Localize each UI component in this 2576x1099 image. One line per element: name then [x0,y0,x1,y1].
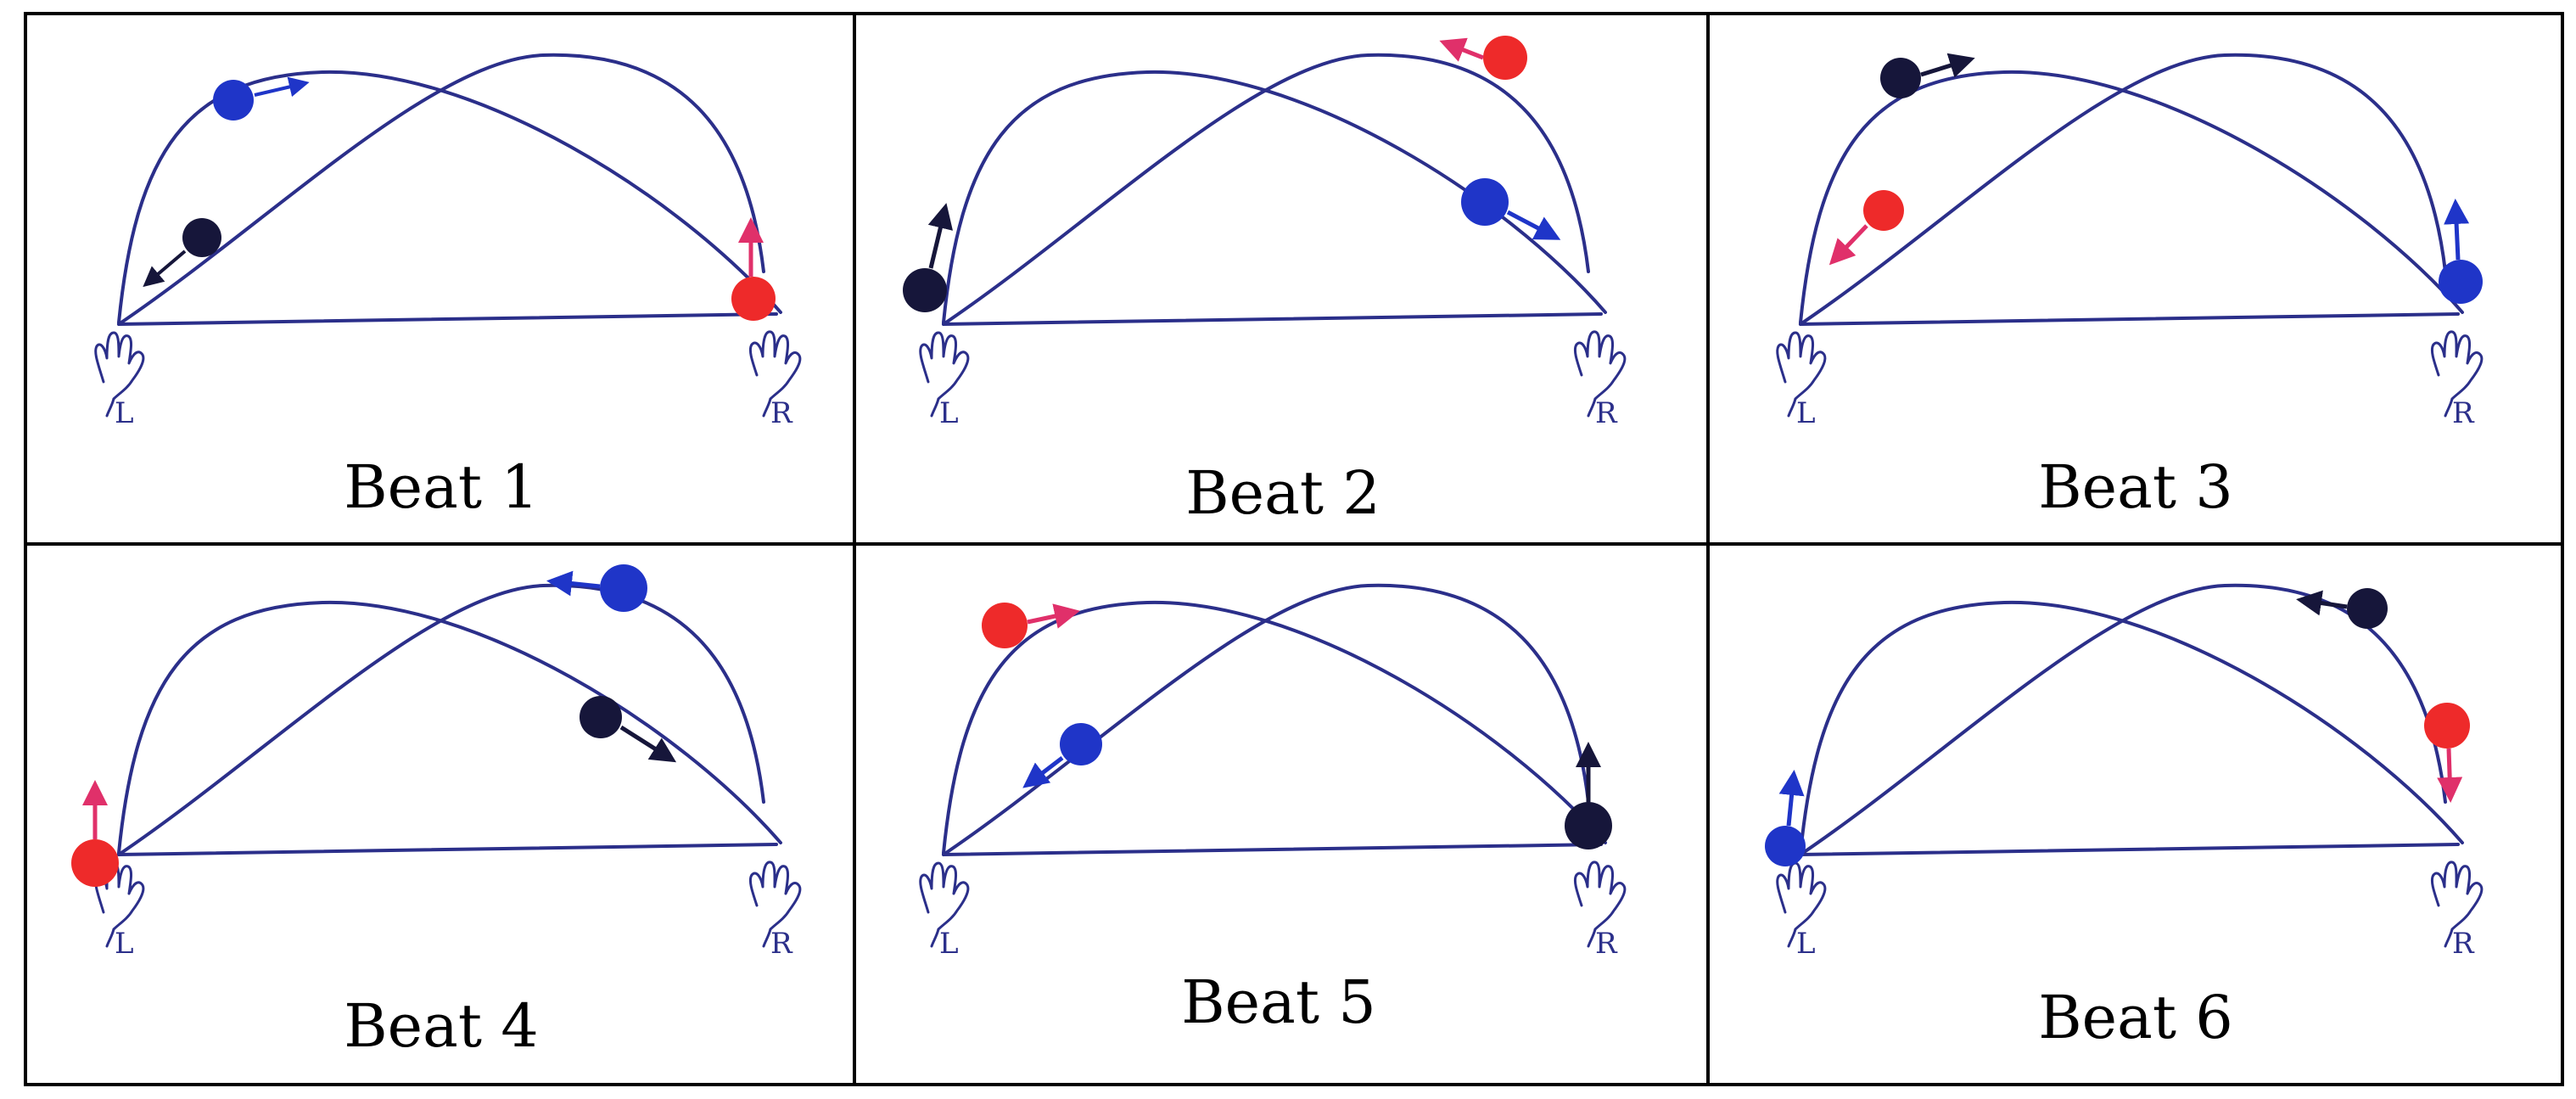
left-hand-label: L [939,396,959,430]
ball-red [71,839,119,887]
ball-blue [213,80,254,121]
right-hand-label: R [2452,396,2475,430]
ball-red [982,603,1028,648]
panel-beat-6: L R Beat 6 [1765,583,2484,1052]
ball-direction-arrow [254,76,310,98]
panel-beat-4: L R Beat 4 [71,564,802,1061]
ball-red [2424,703,2470,749]
right-hand-label: R [1595,927,1618,961]
ball-direction-arrow [143,250,187,288]
ball-black [580,696,622,738]
ball-direction-arrow [2437,748,2463,803]
ball-red [731,277,776,321]
ball-direction-arrow [1027,603,1080,629]
ball-black [1565,802,1612,849]
ball-blue [600,564,647,612]
ball-black [903,268,947,312]
panel-beat-1: L R Beat 1 [94,53,802,522]
ball-black [2347,588,2388,629]
ball-direction-arrow [546,570,601,597]
ball-direction-arrow [2296,590,2348,616]
right-hand-label: R [1595,396,1618,430]
panel-beat-2: L R Beat 2 [903,36,1627,528]
beat-caption: Beat 4 [344,991,539,1061]
ball-direction-arrow [2444,199,2470,261]
ball-direction-arrow [619,725,677,763]
ball-direction-arrow [1828,224,1868,266]
ball-direction-arrow [927,203,953,269]
ball-blue [2439,260,2483,304]
left-hand-label: L [1796,396,1816,430]
ball-direction-arrow [1778,770,1805,827]
beat-caption: Beat 1 [344,452,539,522]
ball-blue [1765,826,1806,866]
right-hand-label: R [770,396,793,430]
ball-blue [1461,178,1509,226]
panel-beat-3: L R Beat 3 [1776,53,2484,522]
ball-red [1483,36,1527,80]
ball-blue [1060,723,1102,765]
panel-beat-5: L R Beat 5 [919,583,1627,1037]
ball-direction-arrow [1022,756,1064,788]
left-hand-label: L [1796,927,1816,961]
ball-direction-arrow [1920,53,1975,78]
right-hand-label: R [770,927,793,961]
right-hand-label: R [2452,927,2475,961]
left-hand-label: L [939,927,959,961]
ball-black [182,218,221,257]
ball-direction-arrow [1439,37,1484,62]
ball-black [1880,58,1921,98]
beat-caption: Beat 6 [2038,983,2233,1052]
ball-red [1863,190,1904,231]
left-hand-label: L [115,396,134,430]
table-grid [24,12,2564,1086]
beat-caption: Beat 2 [1185,458,1380,528]
beat-caption: Beat 3 [2038,452,2233,522]
ball-direction-arrow [1506,210,1561,240]
beat-caption: Beat 5 [1181,967,1376,1037]
left-hand-label: L [115,927,134,961]
